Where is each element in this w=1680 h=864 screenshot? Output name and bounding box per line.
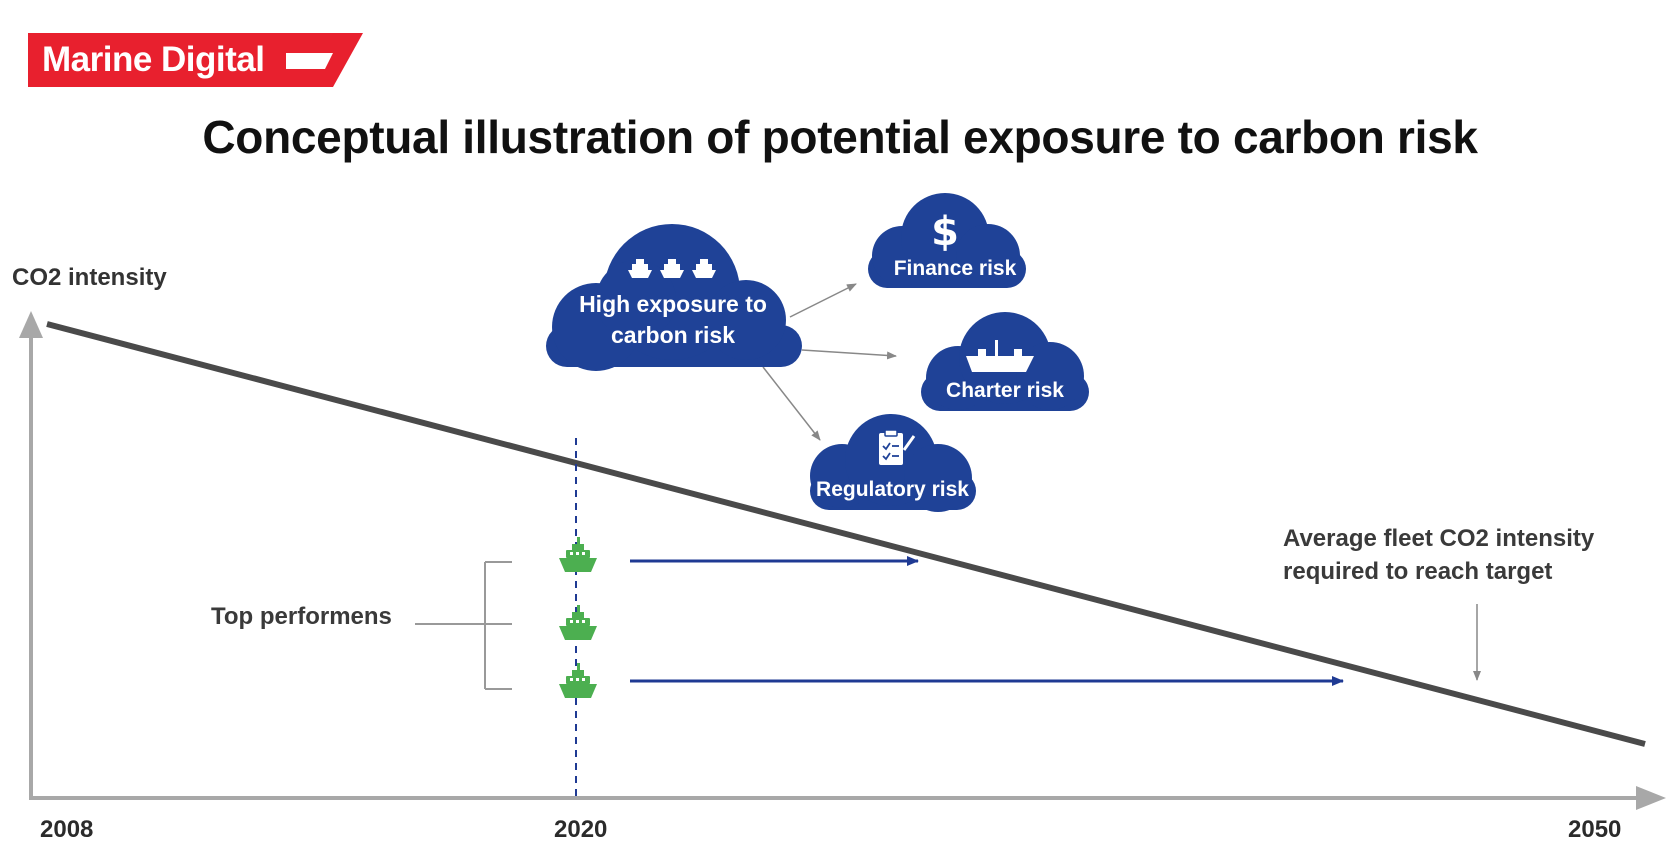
y-axis-label: CO2 intensity [12,264,167,291]
main-cloud-label: High exposure to carbon risk [579,291,767,348]
green-ship-icon [559,537,597,572]
x-tick-label: 2020 [554,816,608,843]
regulatory-risk-label: Regulatory risk [816,478,969,501]
finance-risk-label: Finance risk [893,257,1017,280]
charter-risk-cloud [921,312,1089,411]
top-performers-bracket [415,561,512,690]
trend-line-label: Average fleet CO2 intensity required to … [1283,525,1595,585]
connector-charter [801,349,897,360]
top-performers-label: Top performens [211,603,392,630]
green-ship-icon [559,605,597,640]
green-ship-icon [559,663,597,698]
charter-risk-label: Charter risk [946,379,1064,402]
page-title: Conceptual illustration of potential exp… [202,111,1478,163]
brand-logo [28,33,363,87]
connector-finance [789,283,857,318]
brand-name: Marine Digital [42,40,265,79]
main-risk-cloud [546,224,802,371]
ships-icon [628,259,716,278]
dollar-icon: $ [931,209,959,255]
connector-regulatory [762,366,821,441]
x-tick-label: 2008 [40,816,94,843]
clipboard-check-icon [879,429,916,465]
target-trend-line [46,321,1646,747]
cargo-ship-icon [966,340,1034,372]
x-axis [29,786,1666,810]
y-axis [19,311,43,798]
finance-risk-cloud [868,193,1026,288]
x-tick-label: 2050 [1568,816,1622,843]
